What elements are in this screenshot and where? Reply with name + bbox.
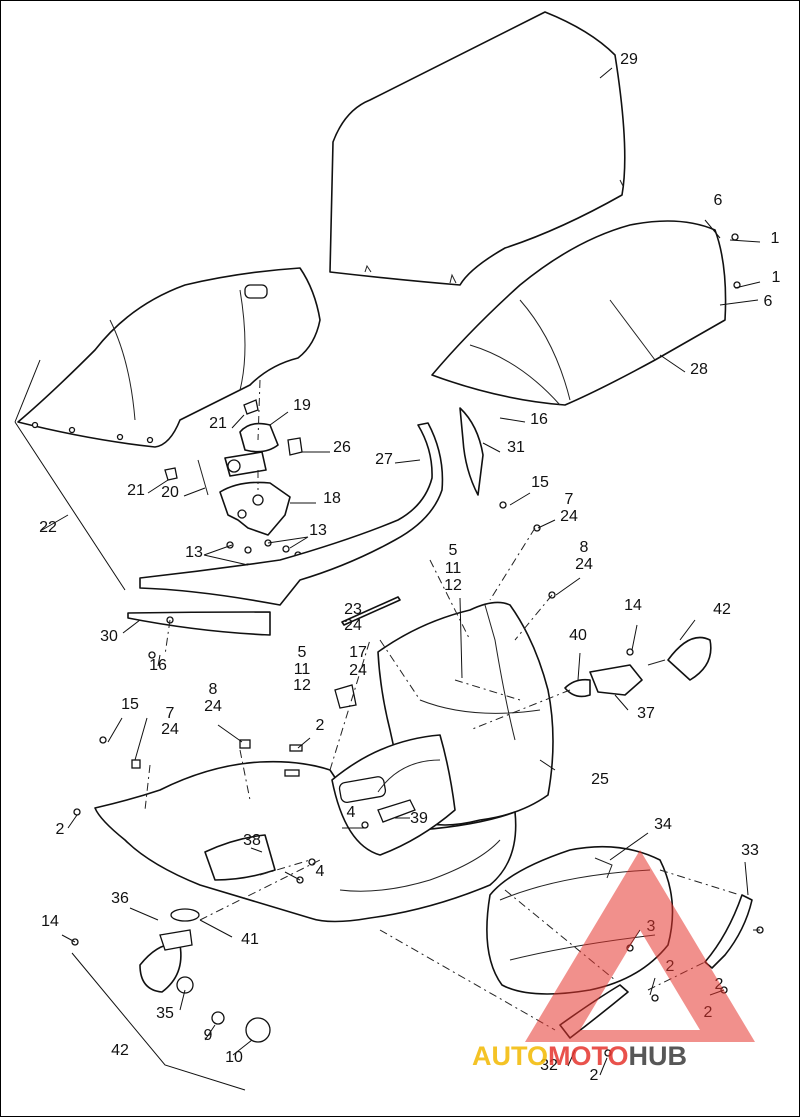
callout-label: 24 — [344, 617, 362, 634]
outer-fairing-lower — [94, 760, 517, 923]
callout-label: 18 — [323, 490, 341, 507]
callout-label: 22 — [39, 519, 57, 536]
callout-label: 38 — [243, 832, 261, 849]
callout-label: 10 — [225, 1049, 243, 1066]
callout-label: 12 — [444, 577, 462, 594]
trim-31 — [459, 407, 484, 496]
bracket-19 — [239, 422, 279, 453]
callout-label: 32 — [540, 1057, 558, 1074]
strip-23 — [341, 596, 401, 626]
watermark-moto: MOTO — [548, 1041, 629, 1071]
callout-label: 16 — [149, 657, 167, 674]
lower-windshield-28 — [431, 220, 727, 406]
callout-label: 15 — [531, 474, 549, 491]
leader-lines — [41, 67, 761, 1091]
callout-label: 41 — [241, 931, 259, 948]
callout-label: 2 — [590, 1067, 599, 1084]
callout-label: 24 — [560, 508, 578, 525]
callout-label: 8 — [209, 681, 218, 698]
mount-18 — [219, 481, 291, 536]
callout-label: 14 — [41, 913, 59, 930]
callout-label: 28 — [690, 361, 708, 378]
callout-label: 13 — [185, 544, 203, 561]
callout-label: 37 — [637, 705, 655, 722]
turn-signal-42-right — [667, 636, 712, 681]
callout-label: 40 — [569, 627, 587, 644]
callout-label: 27 — [375, 451, 393, 468]
callout-label: 24 — [575, 556, 593, 573]
callout-label: 21 — [209, 415, 227, 432]
callout-label: 19 — [293, 397, 311, 414]
callout-label: 30 — [100, 628, 118, 645]
watermark-triangle-icon — [525, 850, 755, 1042]
callout-label: 34 — [654, 816, 672, 833]
clip-17 — [334, 684, 357, 709]
callout-label: 20 — [161, 484, 179, 501]
trim-30 — [127, 611, 271, 636]
turn-signal-42-left — [139, 943, 182, 993]
callout-label: 17 — [349, 644, 367, 661]
callout-label: 42 — [111, 1042, 129, 1059]
callout-label: 35 — [156, 1005, 174, 1022]
callout-label: 16 — [530, 411, 548, 428]
callout-label: 36 — [111, 890, 129, 907]
watermark-hub: HUB — [629, 1041, 688, 1071]
callout-label: 25 — [591, 771, 609, 788]
callout-label: 33 — [741, 842, 759, 859]
svg-text:AUTOMOTOHUB: AUTOMOTOHUB — [472, 1041, 687, 1071]
callout-label: 6 — [714, 192, 723, 209]
callout-label: 5 — [449, 542, 458, 559]
watermark: AUTOMOTOHUB — [472, 850, 755, 1071]
callout-label: 14 — [624, 597, 642, 614]
mount-37 — [589, 664, 643, 696]
callout-label: 6 — [764, 293, 773, 310]
callout-label: 1 — [771, 230, 780, 247]
callout-label: 2 — [56, 821, 65, 838]
callout-label: 26 — [333, 439, 351, 456]
callout-label: 42 — [713, 601, 731, 618]
bezel-40 — [564, 678, 591, 698]
callout-label: 12 — [293, 677, 311, 694]
callout-label: 31 — [507, 439, 525, 456]
callout-label: 15 — [121, 696, 139, 713]
callout-label: 7 — [565, 491, 574, 508]
callout-label: 24 — [349, 662, 367, 679]
callout-label: 1 — [772, 269, 781, 286]
callout-label: 24 — [161, 721, 179, 738]
callout-label: 2 — [316, 717, 325, 734]
callout-label: 23 — [344, 601, 362, 618]
callout-label: 7 — [166, 705, 175, 722]
callout-label: 13 — [309, 522, 327, 539]
callout-label: 4 — [316, 863, 325, 880]
callout-label: 24 — [204, 698, 222, 715]
callout-label: 11 — [294, 661, 311, 678]
bracket-33 — [704, 894, 753, 969]
watermark-auto: AUTO — [472, 1041, 548, 1071]
inner-fairing-22 — [17, 267, 321, 448]
callout-label: 5 — [298, 644, 307, 661]
callout-label: 8 — [580, 539, 589, 556]
bracket-38 — [204, 834, 276, 881]
callout-label: 21 — [127, 482, 145, 499]
callout-label: 9 — [204, 1027, 213, 1044]
callout-label: 4 — [347, 804, 356, 821]
callout-label: 29 — [620, 51, 638, 68]
callout-label: 11 — [445, 560, 462, 577]
trim-27 — [139, 422, 444, 606]
callout-label: 39 — [410, 810, 428, 827]
windshield-29 — [329, 11, 626, 286]
